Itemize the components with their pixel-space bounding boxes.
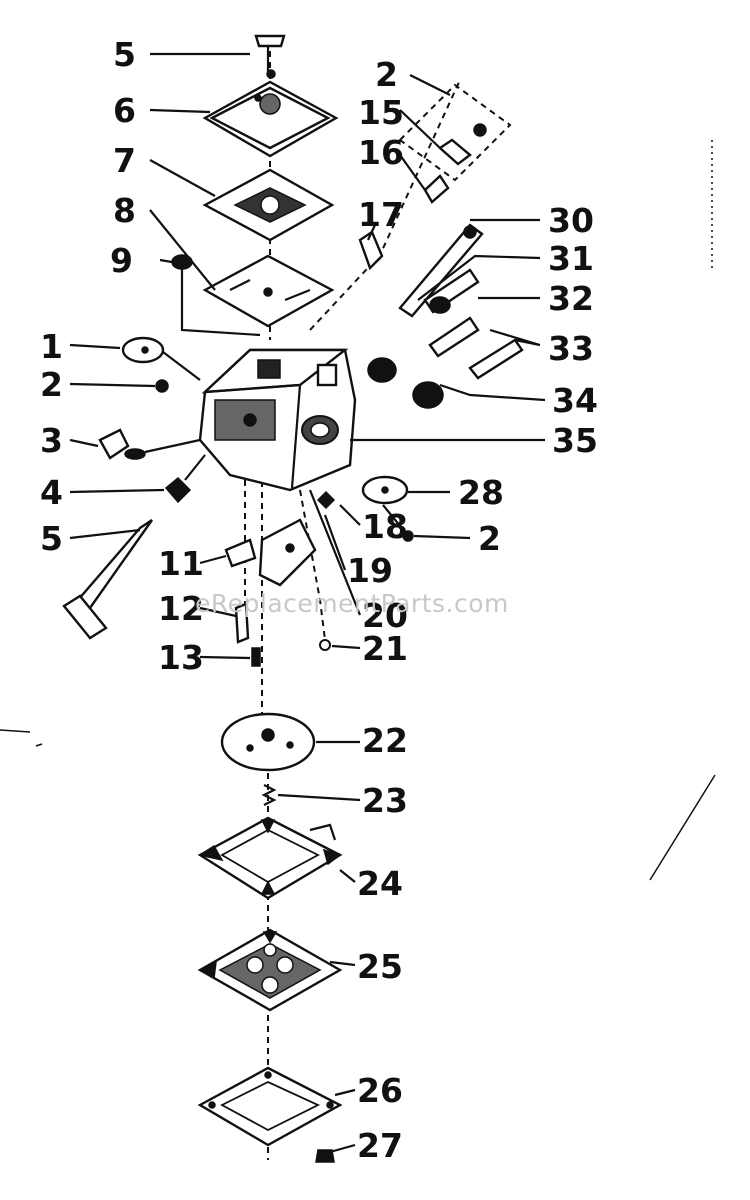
- label-part-35: 35: [552, 421, 598, 460]
- part-8-diaphragm: [202, 168, 335, 242]
- part-6-screw: [254, 34, 286, 79]
- carburetor-body: [198, 348, 357, 492]
- label-part-27: 27: [357, 1126, 403, 1165]
- callout-labels: 5 6 7 8 9 1 2 3 4 5 11 12 13 2 15 16 17 …: [40, 35, 598, 1165]
- label-part-2-right: 2: [478, 519, 501, 558]
- parts-18-21: [316, 490, 336, 651]
- parts-30-34-adjusters: [367, 223, 524, 409]
- label-part-24: 24: [357, 864, 403, 903]
- part-23-spring: [261, 784, 277, 806]
- label-part-15: 15: [358, 93, 404, 132]
- part-28-disc: [361, 475, 414, 542]
- label-part-13: 13: [158, 638, 204, 677]
- label-part-10: 9: [110, 241, 133, 280]
- label-part-3: 3: [40, 421, 63, 460]
- part-4-nut: [164, 454, 206, 504]
- label-part-30: 30: [548, 201, 594, 240]
- label-part-34: 34: [552, 381, 598, 420]
- label-part-4: 4: [40, 473, 63, 512]
- label-part-22: 22: [362, 721, 408, 760]
- part-7-cover: [202, 80, 339, 158]
- label-part-5: 5: [40, 519, 63, 558]
- part-24-gasket: [197, 816, 343, 900]
- label-part-28: 28: [458, 473, 504, 512]
- part-27-screw: [315, 1149, 335, 1163]
- leader-lines: [69, 52, 546, 1154]
- parts-15-16-2-assembly: [358, 83, 512, 271]
- part-26-gasket: [197, 1066, 343, 1147]
- label-part-23: 23: [362, 781, 408, 820]
- label-part-18: 18: [362, 507, 408, 546]
- part-1-disc: [121, 336, 201, 381]
- label-part-9: 8: [113, 191, 136, 230]
- label-part-1: 1: [40, 327, 63, 366]
- label-part-26: 26: [357, 1071, 403, 1110]
- part-25-pump-body: [197, 928, 343, 1012]
- parts-11-13-lever-needle: [224, 518, 317, 667]
- label-part-7: 6: [113, 91, 136, 130]
- label-part-16: 16: [358, 133, 404, 172]
- label-part-21: 21: [362, 629, 408, 668]
- label-part-11: 11: [158, 544, 204, 583]
- label-part-20: 20: [362, 596, 408, 635]
- part-9-gasket: [202, 254, 335, 328]
- watermark: eReplacementParts.com: [195, 589, 509, 618]
- label-part-2-top: 2: [375, 55, 398, 94]
- stray-scan-marks: [0, 140, 716, 881]
- label-part-8: 7: [113, 141, 136, 180]
- label-part-6: 5: [113, 35, 136, 74]
- label-part-33: 33: [548, 329, 594, 368]
- label-part-32: 32: [548, 279, 594, 318]
- label-part-19: 19: [347, 551, 393, 590]
- part-3-fitting: [98, 428, 201, 460]
- label-part-17: 17: [358, 195, 404, 234]
- part-22-diaphragm: [220, 712, 316, 772]
- label-part-12: 12: [158, 589, 204, 628]
- label-part-31: 31: [548, 239, 594, 278]
- label-part-2: 2: [40, 365, 63, 404]
- label-part-25: 25: [357, 947, 403, 986]
- part-2-screw-left: [155, 379, 169, 393]
- part-5-shaft: [62, 519, 153, 640]
